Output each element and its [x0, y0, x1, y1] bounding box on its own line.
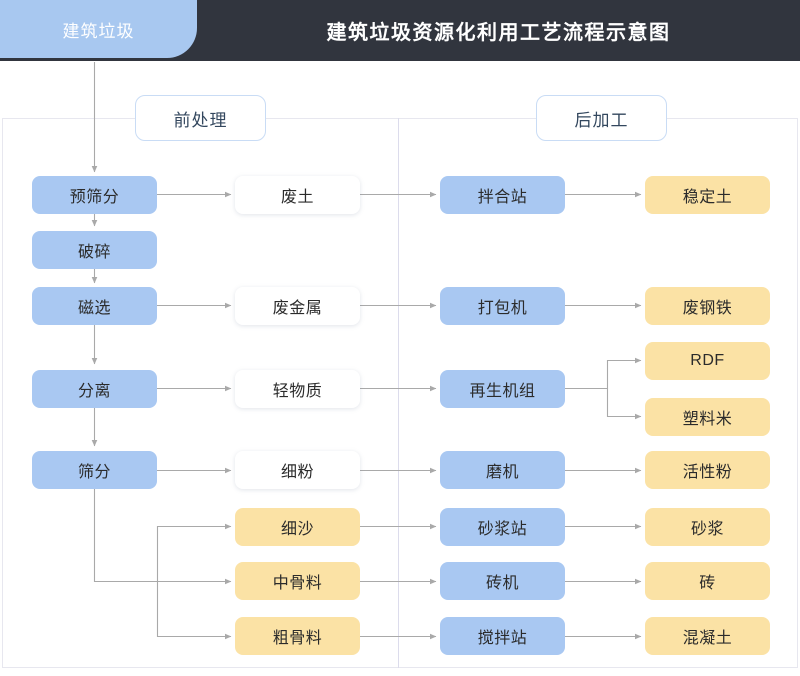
section-header-pretreatment: 前处理 [135, 95, 266, 141]
section-header-postprocessing: 后加工 [536, 95, 667, 141]
node-baler[interactable]: 打包机 [440, 287, 565, 325]
node-label: 废土 [280, 189, 314, 206]
node-screening[interactable]: 筛分 [32, 451, 157, 489]
node-label: 磁选 [77, 300, 111, 317]
node-label: 砂浆站 [477, 521, 528, 538]
node-label: 磨机 [485, 464, 519, 481]
section-label: 后加工 [574, 110, 629, 130]
node-coarse-aggregate[interactable]: 粗骨料 [235, 617, 360, 655]
node-label: 塑料米 [682, 411, 733, 428]
node-separation[interactable]: 分离 [32, 370, 157, 408]
node-label: 活性粉 [682, 464, 733, 481]
node-light-material[interactable]: 轻物质 [235, 370, 360, 408]
node-label: 混凝土 [682, 630, 733, 647]
node-fine-sand[interactable]: 细沙 [235, 508, 360, 546]
node-fine-powder[interactable]: 细粉 [235, 451, 360, 489]
node-label: 砂浆 [690, 521, 724, 538]
node-label: 分离 [77, 383, 111, 400]
node-waste-metal[interactable]: 废金属 [235, 287, 360, 325]
node-crushing[interactable]: 破碎 [32, 231, 157, 269]
node-mixing-station[interactable]: 拌合站 [440, 176, 565, 214]
node-brick[interactable]: 砖 [645, 562, 770, 600]
node-label: 粗骨料 [272, 630, 323, 647]
node-pre-screening[interactable]: 预筛分 [32, 176, 157, 214]
node-brick-machine[interactable]: 砖机 [440, 562, 565, 600]
node-rdf[interactable]: RDF [645, 342, 770, 380]
node-label: 破碎 [77, 244, 111, 261]
node-recycling-unit[interactable]: 再生机组 [440, 370, 565, 408]
node-concrete-plant[interactable]: 搅拌站 [440, 617, 565, 655]
node-label: RDF [690, 352, 725, 369]
node-label: 废钢铁 [682, 300, 733, 317]
node-label: 中骨料 [272, 575, 323, 592]
node-scrap-steel[interactable]: 废钢铁 [645, 287, 770, 325]
node-grinder[interactable]: 磨机 [440, 451, 565, 489]
node-label: 预筛分 [69, 189, 120, 206]
node-label: 砖机 [485, 575, 519, 592]
node-magnetic-separation[interactable]: 磁选 [32, 287, 157, 325]
node-label: 再生机组 [469, 383, 536, 400]
node-label: 打包机 [477, 300, 528, 317]
node-label: 拌合站 [477, 189, 528, 206]
node-label: 稳定土 [682, 189, 733, 206]
source-tab[interactable]: 建筑垃圾 [0, 0, 197, 58]
section-label: 前处理 [173, 110, 228, 130]
node-label: 搅拌站 [477, 630, 528, 647]
page-title: 建筑垃圾资源化利用工艺流程示意图 [326, 22, 671, 44]
node-plastic-pellets[interactable]: 塑料米 [645, 398, 770, 436]
node-active-powder[interactable]: 活性粉 [645, 451, 770, 489]
stage-divider [398, 118, 399, 668]
node-label: 砖 [699, 575, 716, 592]
node-label: 废金属 [272, 300, 323, 317]
source-tab-label: 建筑垃圾 [62, 21, 135, 41]
node-label: 筛分 [77, 464, 111, 481]
node-mortar-station[interactable]: 砂浆站 [440, 508, 565, 546]
node-stabilized-soil[interactable]: 稳定土 [645, 176, 770, 214]
node-waste-soil[interactable]: 废土 [235, 176, 360, 214]
node-concrete[interactable]: 混凝土 [645, 617, 770, 655]
node-mortar[interactable]: 砂浆 [645, 508, 770, 546]
node-label: 细粉 [280, 464, 314, 481]
node-label: 细沙 [280, 521, 314, 538]
node-medium-aggregate[interactable]: 中骨料 [235, 562, 360, 600]
node-label: 轻物质 [272, 383, 323, 400]
